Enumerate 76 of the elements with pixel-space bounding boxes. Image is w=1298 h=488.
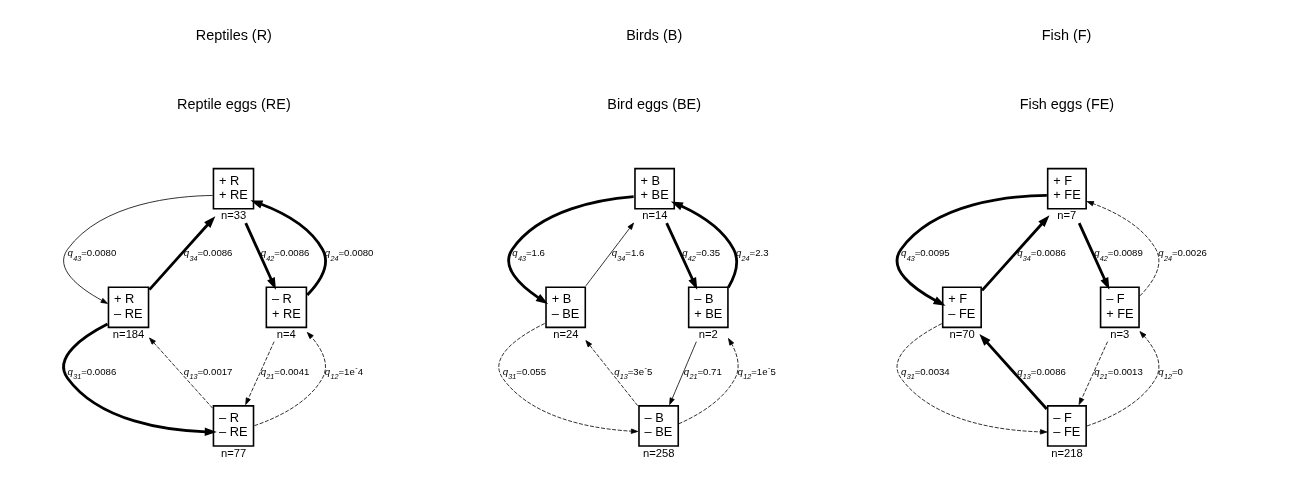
node-label: n=77	[221, 446, 247, 459]
arrow	[895, 194, 1047, 306]
arrow	[585, 222, 634, 287]
arrow	[498, 323, 639, 434]
node-box: – F – FE	[1046, 405, 1087, 447]
edge-label: q$_{12}$=1e$^{-}$5	[737, 363, 776, 382]
label: Reptiles (R)	[195, 26, 272, 43]
edge-label: q$_{21}$=0.0041	[260, 365, 310, 382]
label: Fish eggs (FE)	[1019, 96, 1115, 113]
arrow	[62, 322, 217, 437]
edge-label: q$_{12}$=0	[1158, 365, 1183, 382]
arrow	[585, 340, 639, 407]
node-box: + R + RE	[212, 167, 255, 210]
node-box: + F + FE	[1046, 167, 1087, 210]
edge-label: q$_{24}$=0.0026	[1158, 247, 1207, 263]
arrow	[63, 195, 213, 304]
edge-label: q$_{42}$=0.0086	[260, 247, 310, 263]
node-box: + R – RE	[107, 286, 150, 329]
node-label: n=218	[1051, 446, 1083, 459]
node-label: n=258	[642, 446, 675, 459]
node-box: – R – RE	[212, 405, 255, 447]
arrow	[1086, 331, 1160, 427]
edge-label: q$_{12}$=1e$^{-}$4	[324, 363, 364, 382]
edge-label: q$_{43}$=0.0095	[901, 247, 950, 263]
edge-label: q$_{34}$=0.0086	[1017, 247, 1066, 263]
node-label: n=14	[642, 209, 668, 222]
edge-label: q$_{21}$=0.0013	[1094, 365, 1143, 382]
node-label: n=3	[1110, 327, 1130, 340]
edge-label: q$_{13}$=3e$^{-}$5	[614, 363, 653, 382]
arrow	[148, 216, 216, 291]
arrow	[244, 222, 276, 290]
node-label: n=184	[112, 327, 145, 340]
arrow	[245, 341, 275, 405]
edge-label: q$_{43}$=0.0080	[67, 247, 117, 263]
arrow	[254, 332, 326, 427]
node-label: n=4	[276, 327, 296, 340]
node-box: – R + RE	[265, 286, 308, 329]
edge-label: q$_{42}$=0.35	[682, 247, 721, 263]
edge-label: q$_{31}$=0.0034	[901, 365, 950, 382]
arrow	[1078, 341, 1108, 405]
node-label: n=24	[553, 327, 579, 340]
label: Reptile eggs (RE)	[176, 96, 291, 113]
edge-label: q$_{42}$=0.0089	[1094, 247, 1143, 263]
node-box: – B – BE	[638, 405, 680, 447]
node-box: + B + BE	[634, 167, 676, 210]
arrow	[665, 222, 698, 290]
node-label: n=2	[698, 327, 718, 340]
edge-label: q$_{34}$=1.6	[611, 247, 645, 263]
edge-label: q$_{43}$=1.6	[512, 247, 545, 263]
arrow	[1077, 222, 1110, 290]
node-box: – B + BE	[687, 286, 729, 329]
arrow	[670, 201, 739, 289]
label: Bird eggs (BE)	[607, 96, 702, 113]
edge-label: q$_{13}$=0.0086	[1017, 365, 1066, 382]
label: Birds (B)	[626, 26, 683, 43]
edge-label: q$_{21}$=0.71	[683, 365, 722, 382]
arrow	[669, 341, 697, 405]
arrow	[149, 337, 213, 409]
node-label: n=7	[1057, 209, 1077, 222]
arrow	[507, 195, 634, 304]
arrow	[979, 333, 1048, 410]
edge-label: q$_{13}$=0.0017	[183, 365, 233, 382]
edge-label: q$_{34}$=0.0086	[183, 247, 233, 263]
node-box: – F + FE	[1099, 286, 1140, 329]
edge-label: q$_{31}$=0.0086	[67, 365, 117, 382]
node-box: + F – FE	[941, 286, 982, 329]
edge-label: q$_{31}$=0.055	[502, 365, 547, 382]
node-label: n=70	[949, 327, 975, 340]
arrow	[678, 338, 739, 425]
label: Fish (F)	[1041, 26, 1092, 43]
arrow	[250, 200, 327, 296]
arrow	[981, 215, 1050, 292]
arrow	[896, 323, 1048, 435]
arrow	[1086, 201, 1160, 297]
node-box: + B – BE	[545, 286, 587, 329]
node-label: n=33	[221, 209, 247, 222]
